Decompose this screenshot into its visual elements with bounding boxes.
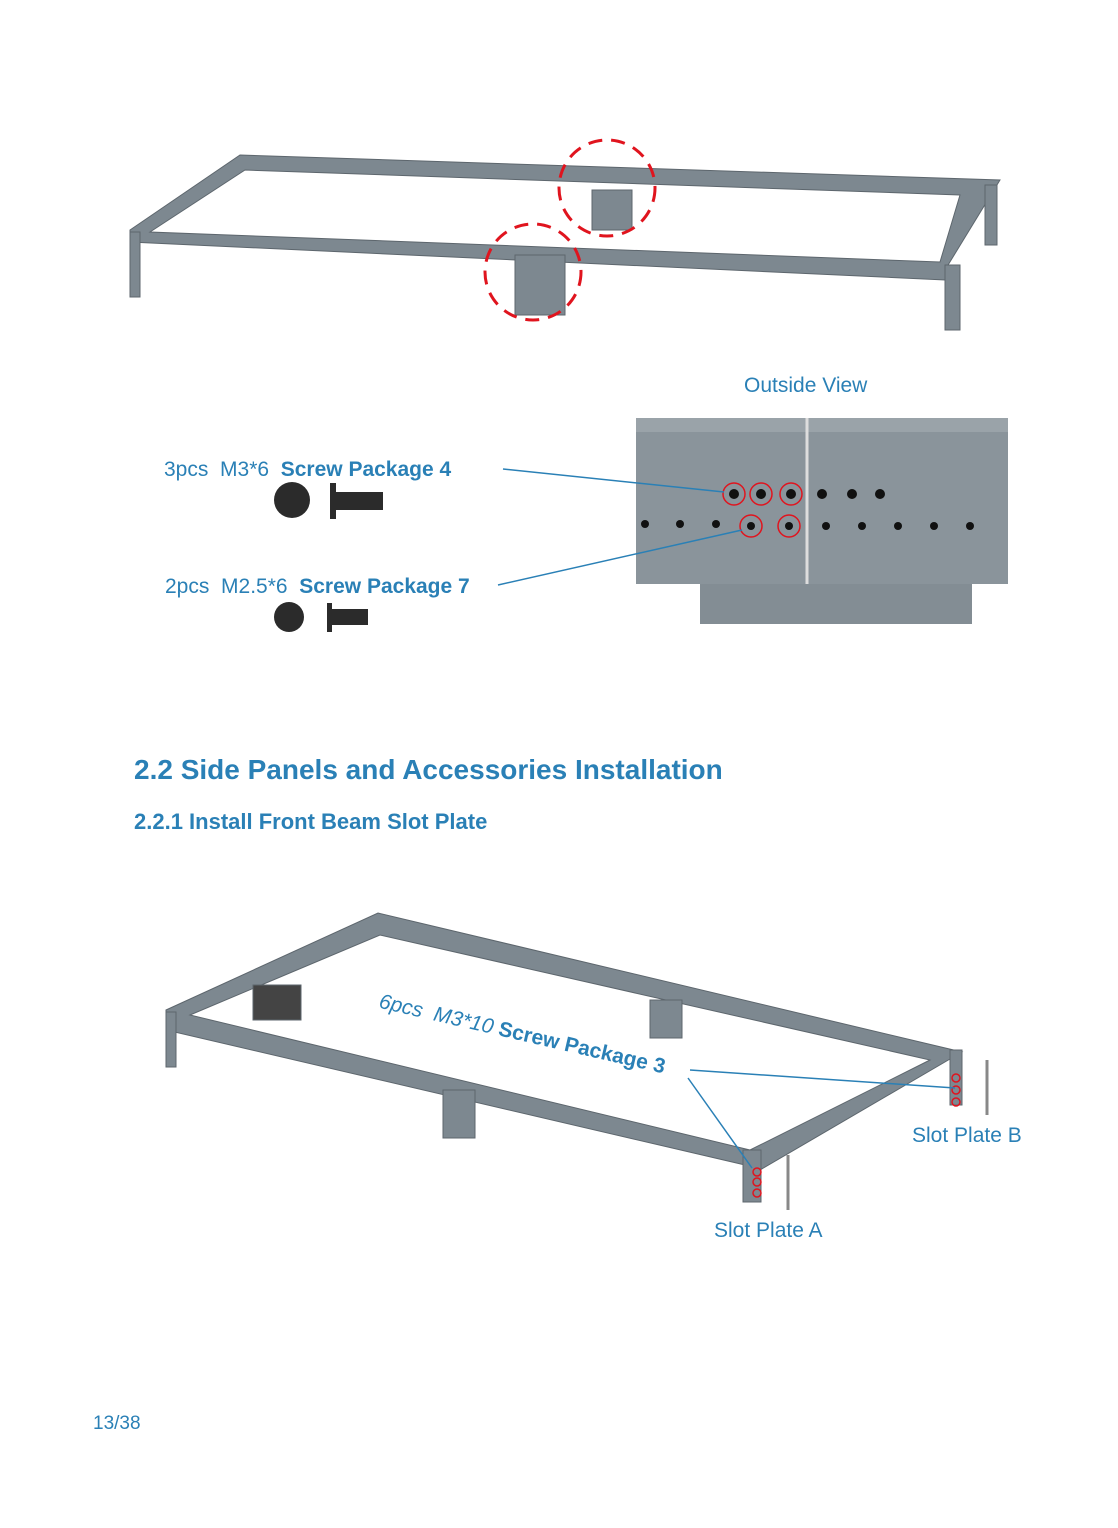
slot-plate-b-label: Slot Plate B [912, 1124, 1022, 1147]
outside-view-closeup [497, 418, 1008, 624]
page-number: 13/38 [93, 1413, 141, 1434]
highlight-circles [483, 138, 657, 322]
section-subtitle: 2.2.1 Install Front Beam Slot Plate [134, 809, 488, 834]
screw-a-qty: 3pcs [164, 458, 209, 481]
frame-bottom-illustration [165, 912, 989, 1210]
screw-a-size: M3*6 [220, 458, 270, 481]
slot-plate-a-label: Slot Plate A [714, 1219, 823, 1242]
screw-b-package: Screw Package 7 [299, 575, 470, 598]
screw-b-size: M2.5*6 [221, 575, 288, 598]
section-title: 2.2 Side Panels and Accessories Installa… [134, 754, 723, 785]
frame-top-illustration [129, 154, 1001, 331]
screw-b-qty: 2pcs [165, 575, 210, 598]
outside-view-label: Outside View [744, 374, 868, 397]
screw-a-package: Screw Package 4 [280, 458, 452, 481]
screw-a-label: 3pcs M3*6 Screw Package 4 [164, 458, 451, 482]
screw-b-label: 2pcs M2.5*6 Screw Package 7 [165, 575, 470, 599]
